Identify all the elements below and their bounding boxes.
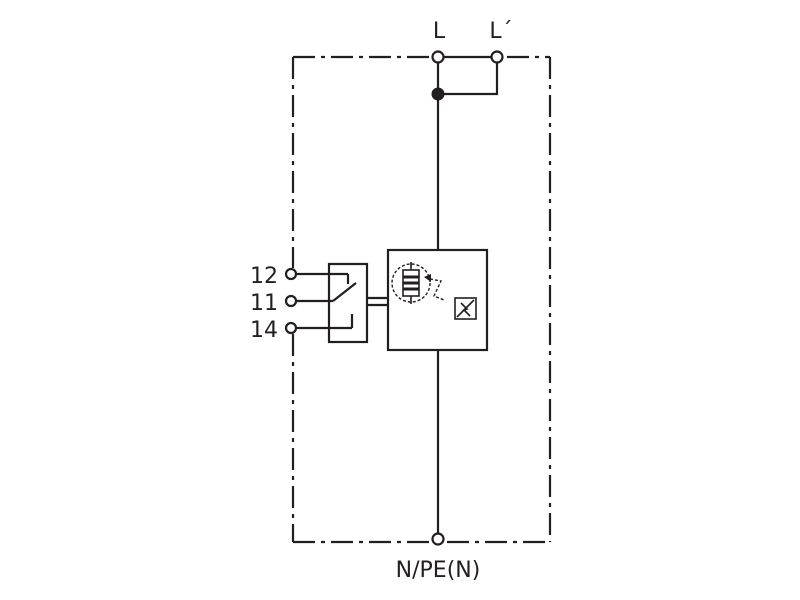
- terminal-14: [284, 321, 298, 335]
- terminal-11: [284, 294, 298, 308]
- terminal-l-prime: [490, 50, 504, 64]
- device-enclosure: [291, 55, 552, 544]
- signal-contact: [296, 262, 388, 344]
- junction-dot: [431, 87, 445, 101]
- label-12: 12: [250, 264, 278, 289]
- terminal-npe: [431, 532, 445, 546]
- protection-module: [386, 248, 489, 352]
- label-l-prime: L´: [489, 19, 512, 44]
- label-npe: N/PE(N): [396, 558, 481, 583]
- label-l: L: [433, 19, 446, 44]
- main-conductor: [436, 55, 499, 535]
- label-11: 11: [250, 291, 278, 316]
- label-14: 14: [250, 318, 278, 343]
- terminal-l: [431, 50, 445, 64]
- terminal-12: [284, 267, 298, 281]
